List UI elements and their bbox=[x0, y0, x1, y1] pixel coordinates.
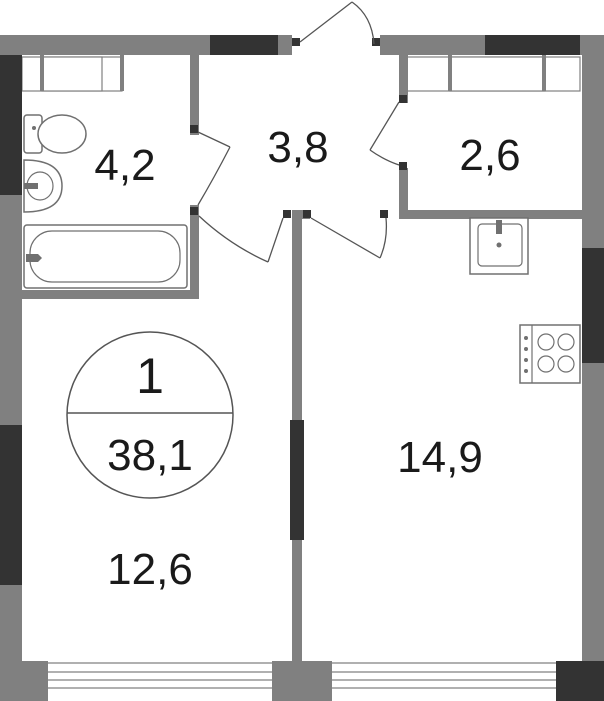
apartment-badge: 1 38,1 bbox=[66, 331, 234, 499]
walls bbox=[0, 35, 604, 701]
bathtub bbox=[23, 224, 188, 289]
kitchen-window-bottom bbox=[332, 662, 556, 689]
storage-window-pane bbox=[449, 56, 546, 92]
rooms-count: 1 bbox=[136, 348, 164, 404]
hall-area: 3,8 bbox=[267, 123, 328, 172]
windows bbox=[21, 56, 581, 689]
kitchen-living-area: 14,9 bbox=[397, 433, 483, 482]
bedroom-area: 12,6 bbox=[107, 545, 193, 594]
total-area: 38,1 bbox=[107, 431, 193, 480]
bedroom-door bbox=[198, 215, 284, 263]
storage-door bbox=[369, 101, 400, 166]
bathroom-door bbox=[197, 131, 231, 206]
toilet bbox=[23, 114, 87, 154]
badge-circle bbox=[66, 331, 234, 499]
storage-area: 2,6 bbox=[459, 131, 520, 180]
doors bbox=[197, 1, 400, 263]
kitchen-door bbox=[310, 217, 388, 259]
bedroom-window-bottom bbox=[48, 662, 272, 689]
kitchen-sink bbox=[469, 217, 529, 275]
bathroom-sink bbox=[23, 159, 63, 213]
bathroom-area: 4,2 bbox=[94, 141, 155, 190]
bathroom-window-pane bbox=[41, 56, 103, 92]
entrance-door bbox=[299, 1, 375, 45]
stove bbox=[519, 324, 581, 384]
